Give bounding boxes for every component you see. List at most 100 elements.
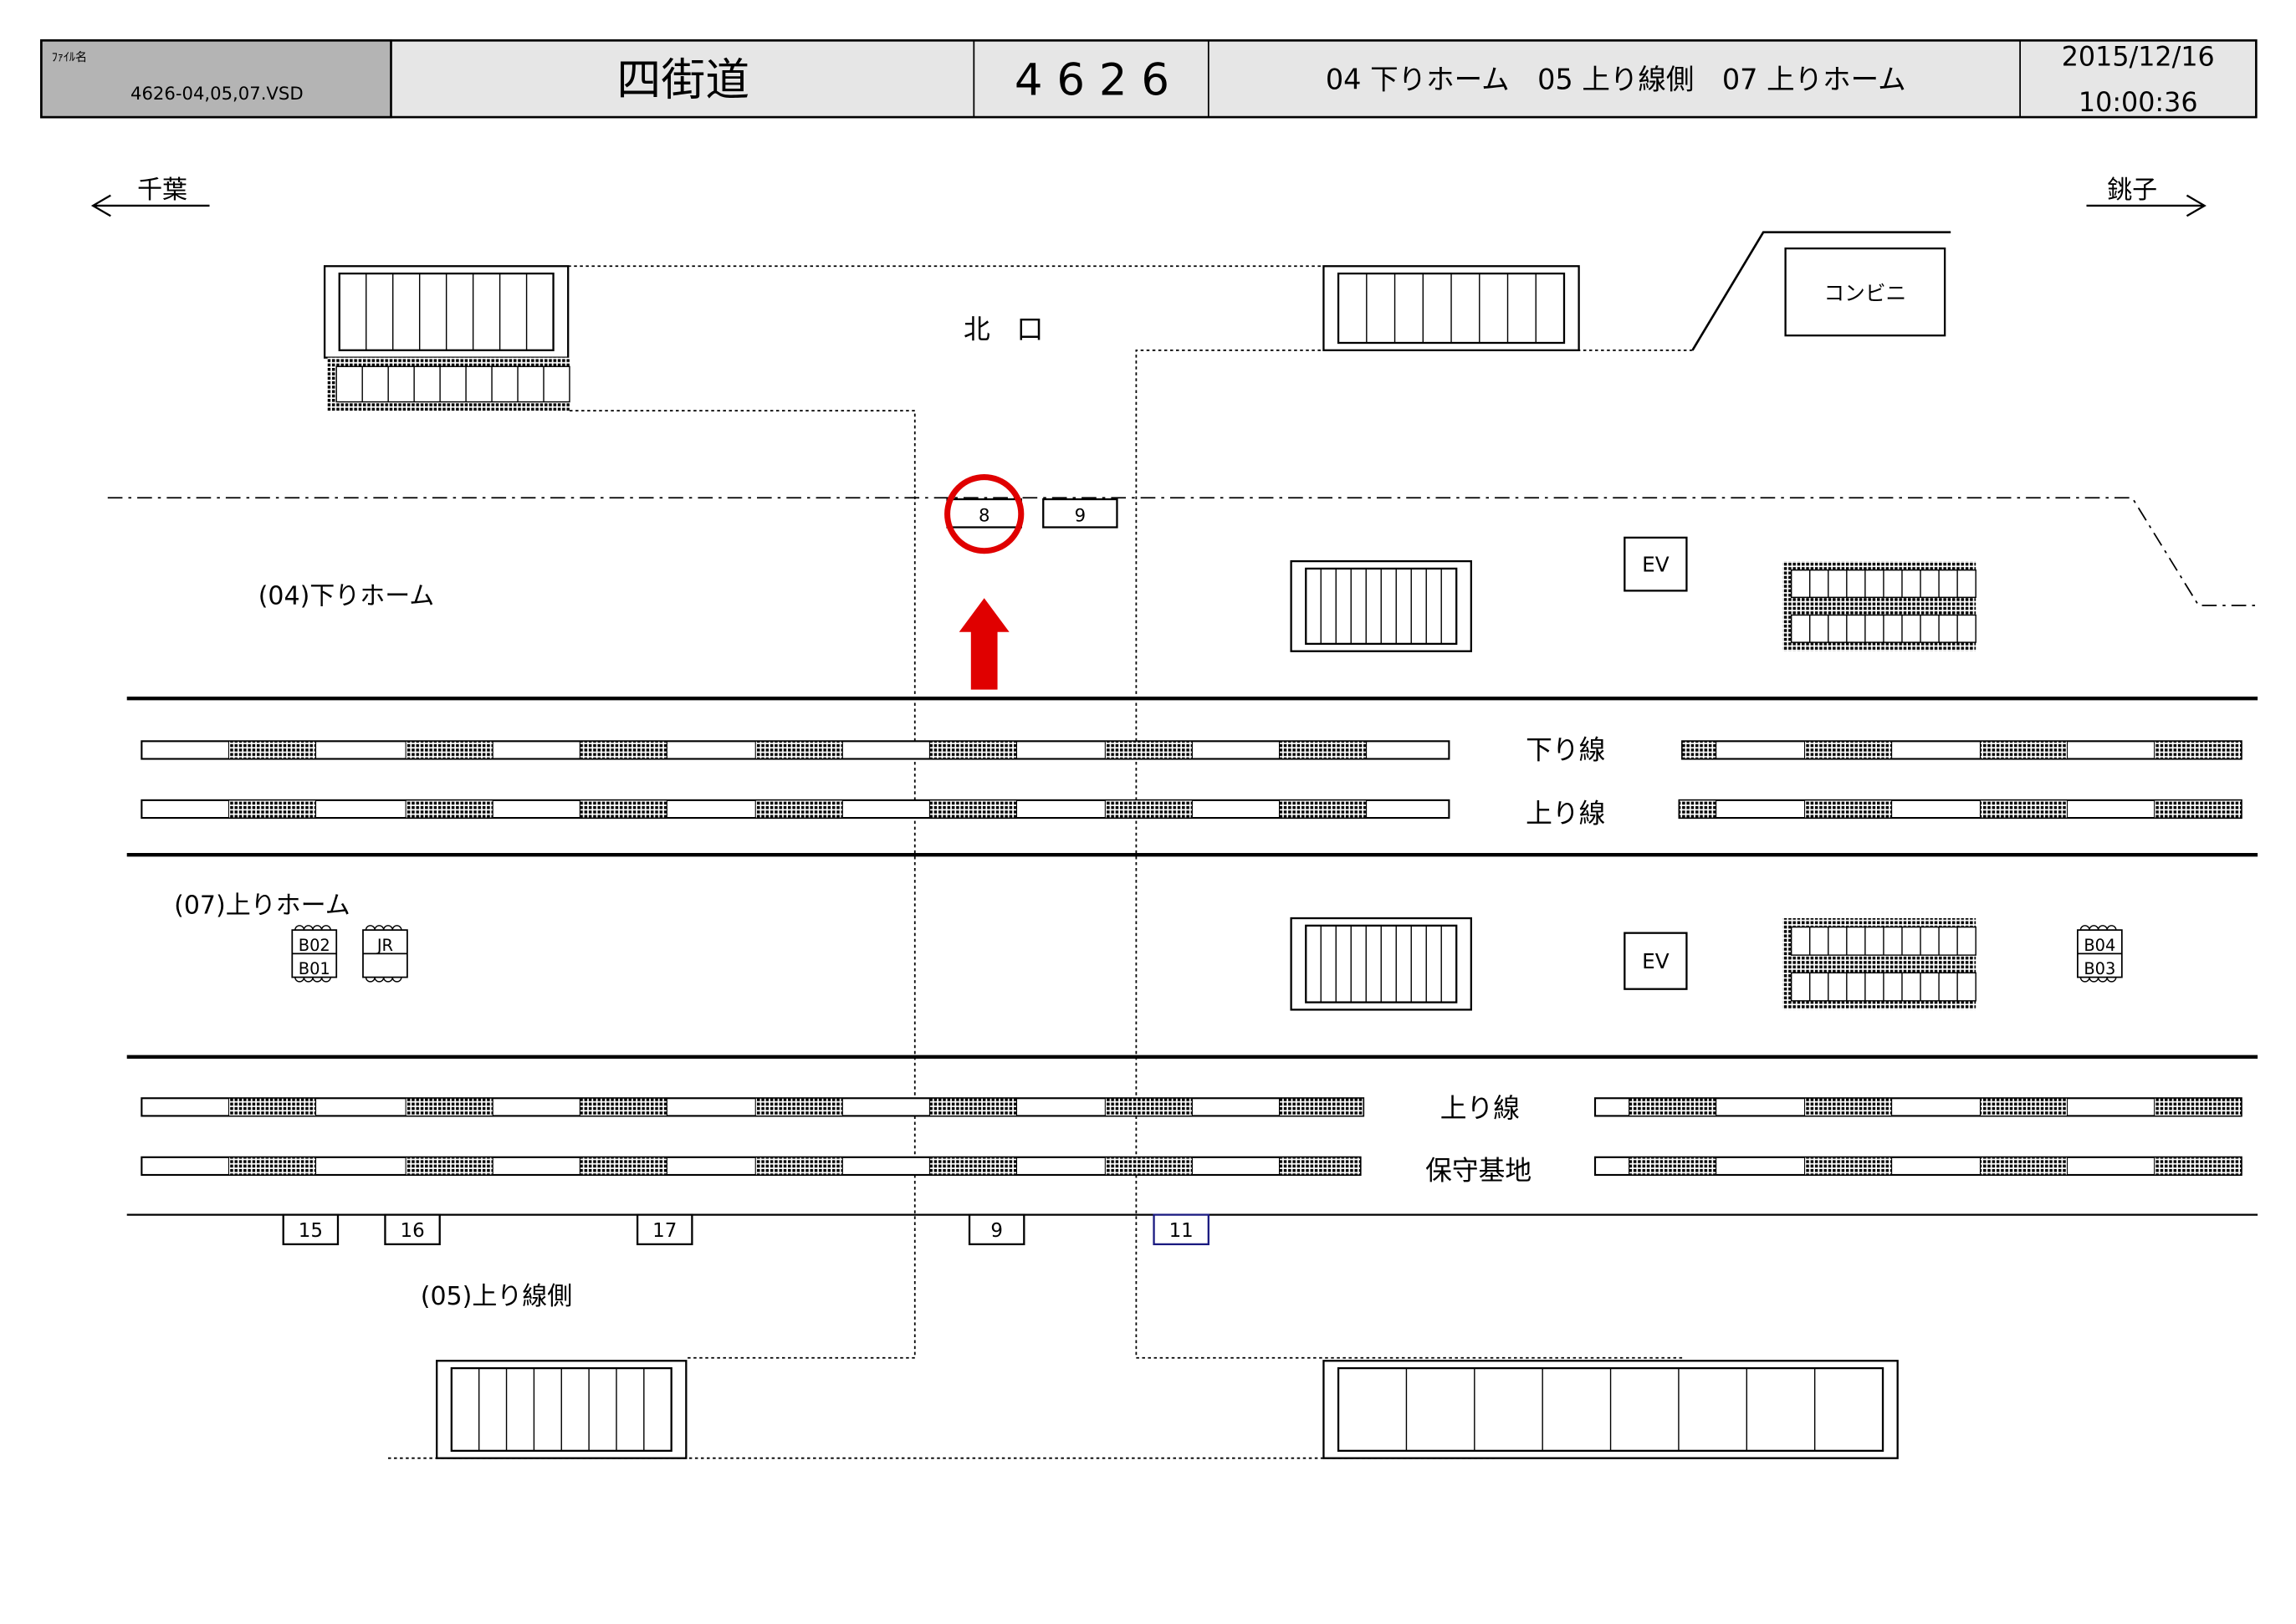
- sleeper-block: [1278, 1157, 1362, 1176]
- direction-right: 銚子: [2086, 176, 2207, 217]
- sleeper-block: [928, 799, 1018, 819]
- box-b04-label: B04: [2084, 936, 2115, 955]
- sleeper-block: [1979, 1097, 2068, 1116]
- track-up-2: [141, 1097, 2242, 1117]
- sleeper-block: [405, 1097, 493, 1116]
- sleeper-block: [1104, 1097, 1193, 1116]
- sleeper-block: [754, 1097, 843, 1116]
- highlight-circle: [944, 474, 1025, 554]
- direction-left-label: 千葉: [137, 176, 187, 205]
- sleeper-block: [1681, 740, 1717, 760]
- boarding-box-jr: JR: [362, 925, 408, 983]
- sleeper-block: [1278, 740, 1368, 760]
- sleeper-block: [2154, 740, 2242, 760]
- sleeper-block: [228, 799, 317, 819]
- sleeper-block: [1278, 799, 1368, 819]
- direction-left: 千葉: [90, 176, 210, 217]
- track-up-1-label: 上り線: [1526, 799, 1605, 829]
- header-bar: ﾌｧｲﾙ名 4626-04,05,07.VSD 四街道 4 6 2 6 04 下…: [40, 39, 2258, 119]
- station-name: 四街道: [616, 55, 749, 106]
- convenience-store-label: コンビニ: [1823, 281, 1906, 305]
- track-down-label: 下り線: [1526, 735, 1605, 765]
- escalator-platform-04: [1782, 561, 1976, 651]
- sleeper-block: [1104, 1157, 1193, 1176]
- stairs-south-left: [436, 1360, 688, 1459]
- boarding-box-b02-b01: B02 B01: [291, 925, 338, 983]
- elevator-2: EV: [1624, 932, 1688, 990]
- station-code: 4 6 2 6: [1015, 55, 1169, 106]
- sleeper-block: [1629, 1157, 1717, 1176]
- sleeper-block: [1804, 1097, 1893, 1116]
- sleeper-block: [2154, 1157, 2242, 1176]
- marker-label: 11: [1169, 1220, 1194, 1242]
- marker-17-bottom[interactable]: 17: [636, 1213, 693, 1246]
- sleeper-block: [579, 1097, 667, 1116]
- sleeper-block: [754, 740, 843, 760]
- stairs-north-left: [323, 265, 570, 359]
- sleeper-block: [228, 1157, 317, 1176]
- sleeper-block: [754, 799, 843, 819]
- sleeper-block: [405, 799, 493, 819]
- platform-07-label: (07)上りホーム: [174, 891, 350, 921]
- marker-9-top-label: 9: [1075, 504, 1086, 525]
- box-b03-label: B03: [2084, 959, 2115, 978]
- sleeper-block: [1979, 740, 2068, 760]
- file-name: 4626-04,05,07.VSD: [130, 83, 304, 104]
- direction-right-label: 銚子: [2107, 176, 2157, 205]
- file-label: ﾌｧｲﾙ名: [52, 51, 87, 64]
- marker-8-label: 8: [979, 504, 989, 525]
- sleeper-block: [579, 740, 667, 760]
- sleeper-block: [2154, 1097, 2242, 1116]
- marker-15-bottom[interactable]: 15: [282, 1213, 340, 1246]
- marker-8[interactable]: 8: [946, 498, 1022, 529]
- stairs-north-right: [1322, 265, 1580, 351]
- sleeper-block: [1804, 740, 1893, 760]
- marker-label: 16: [400, 1220, 424, 1242]
- marker-9-top[interactable]: 9: [1042, 498, 1118, 529]
- marker-label: 15: [299, 1220, 323, 1242]
- stairs-south-right: [1322, 1360, 1899, 1459]
- box-b02-label: B02: [299, 936, 330, 955]
- sleeper-block: [754, 1157, 843, 1176]
- sleeper-block: [1104, 799, 1193, 819]
- elevator-1-label: EV: [1642, 552, 1670, 576]
- platform-04-label: (04)下りホーム: [258, 581, 435, 610]
- stairs-platform-04: [1290, 559, 1472, 652]
- sleeper-block: [1104, 740, 1193, 760]
- sleeper-block: [2154, 799, 2242, 819]
- convenience-store: コンビニ: [1784, 247, 1946, 337]
- boarding-box-b04-b03: B04 B03: [2077, 925, 2123, 983]
- sleeper-block: [228, 740, 317, 760]
- arrow-left-icon: [90, 194, 210, 217]
- marker-16-bottom[interactable]: 16: [384, 1213, 441, 1246]
- marker-9-bottom[interactable]: 9: [968, 1213, 1025, 1246]
- track-up-1: [141, 799, 2242, 820]
- platform-list: 04 下りホーム 05 上り線側 07 上りホーム: [1326, 64, 1906, 96]
- sleeper-block: [1979, 799, 2068, 819]
- sleeper-block: [405, 740, 493, 760]
- marker-label: 17: [652, 1220, 677, 1242]
- date: 2015/12/16: [2062, 42, 2215, 72]
- platform-05-label: (05)上り線側: [421, 1282, 572, 1311]
- sleeper-block: [1679, 799, 1717, 819]
- north-exit-label: 北 口: [964, 315, 1043, 345]
- sleeper-block: [928, 1097, 1018, 1116]
- sleeper-block: [1804, 1157, 1893, 1176]
- sleeper-block: [405, 1157, 493, 1176]
- elevator-2-label: EV: [1642, 949, 1670, 973]
- concourse-wall: [1691, 231, 1951, 351]
- sleeper-block: [1629, 1097, 1717, 1116]
- arrow-right-icon: [2086, 194, 2207, 217]
- depot-label: 保守基地: [1425, 1156, 1532, 1186]
- sleeper-block: [579, 799, 667, 819]
- elevator-1: EV: [1624, 536, 1688, 592]
- up-arrow-icon: [959, 598, 1010, 690]
- sleeper-block: [1278, 1097, 1364, 1116]
- sleeper-block: [928, 740, 1018, 760]
- stairs-platform-07: [1290, 917, 1472, 1011]
- marker-11-bottom[interactable]: 11: [1153, 1213, 1209, 1246]
- platform-boundary-line: [107, 497, 2258, 606]
- marker-label: 9: [990, 1220, 1003, 1242]
- concourse-outline: [387, 265, 1693, 1459]
